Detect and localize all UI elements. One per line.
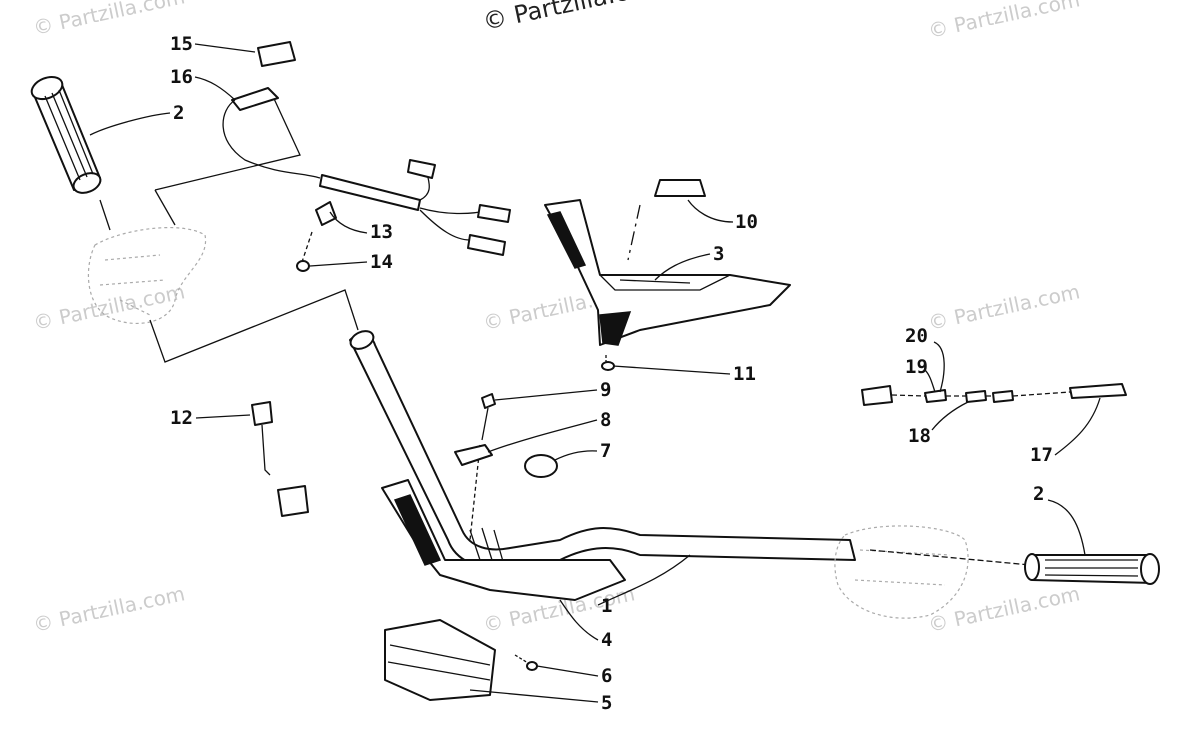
callout-2-left: 2 — [173, 102, 184, 124]
throttle-cable-part-16 — [222, 87, 511, 256]
screw-part-6 — [514, 654, 538, 671]
callout-10: 10 — [735, 211, 758, 233]
callout-14: 14 — [370, 251, 393, 273]
callout-7: 7 — [600, 440, 611, 462]
right-grip-part-2 — [1024, 553, 1160, 585]
callout-6: 6 — [601, 665, 612, 687]
block-part-5 — [384, 619, 496, 701]
handlebar-pad-part-3 — [544, 199, 791, 346]
small-parts-17-20 — [861, 383, 1127, 406]
callout-labels: 15 16 2 13 14 10 3 11 9 8 7 12 1 4 6 5 2… — [170, 33, 1053, 714]
callout-13: 13 — [370, 221, 393, 243]
callout-9: 9 — [600, 379, 611, 401]
callout-3: 3 — [713, 243, 724, 265]
callout-19: 19 — [905, 356, 928, 378]
bolt-part-9 — [469, 393, 496, 541]
screw-part-14 — [296, 260, 310, 272]
clip-part-13 — [301, 201, 337, 263]
leader-lines — [89, 43, 1101, 703]
watermark-bl: © Partzilla.com — [31, 581, 187, 637]
pad-part-15 — [257, 41, 296, 67]
callout-5: 5 — [601, 692, 612, 714]
watermark-tl: © Partzilla.com — [31, 0, 187, 40]
callout-4: 4 — [601, 629, 612, 651]
callout-15: 15 — [170, 33, 193, 55]
callout-12: 12 — [170, 407, 193, 429]
watermark-mr: © Partzilla.com — [926, 279, 1082, 335]
watermark-tr: © Partzilla.com — [926, 0, 1082, 43]
right-control-housing — [834, 525, 1031, 619]
callout-8: 8 — [600, 409, 611, 431]
clamp-ring-part-7 — [524, 454, 558, 478]
callout-17: 17 — [1030, 444, 1053, 466]
housing-bracket-lines — [99, 89, 359, 363]
watermark-top: © Partzilla.com — [480, 0, 667, 36]
riser-part-4 — [381, 479, 626, 601]
nut-part-11 — [601, 355, 615, 371]
left-grip-part-2 — [30, 75, 102, 194]
callout-1: 1 — [601, 595, 612, 617]
watermark-br: © Partzilla.com — [926, 581, 1082, 637]
callout-2-right: 2 — [1033, 483, 1044, 505]
callout-11: 11 — [733, 363, 756, 385]
watermark-ml: © Partzilla.com — [31, 279, 187, 335]
switch-part-12 — [251, 401, 309, 517]
left-control-housing — [87, 226, 207, 324]
callout-20: 20 — [905, 325, 928, 347]
callout-16: 16 — [170, 66, 193, 88]
clamp-plate-part-8 — [454, 444, 493, 466]
callout-18: 18 — [908, 425, 931, 447]
cap-part-10 — [627, 179, 706, 261]
